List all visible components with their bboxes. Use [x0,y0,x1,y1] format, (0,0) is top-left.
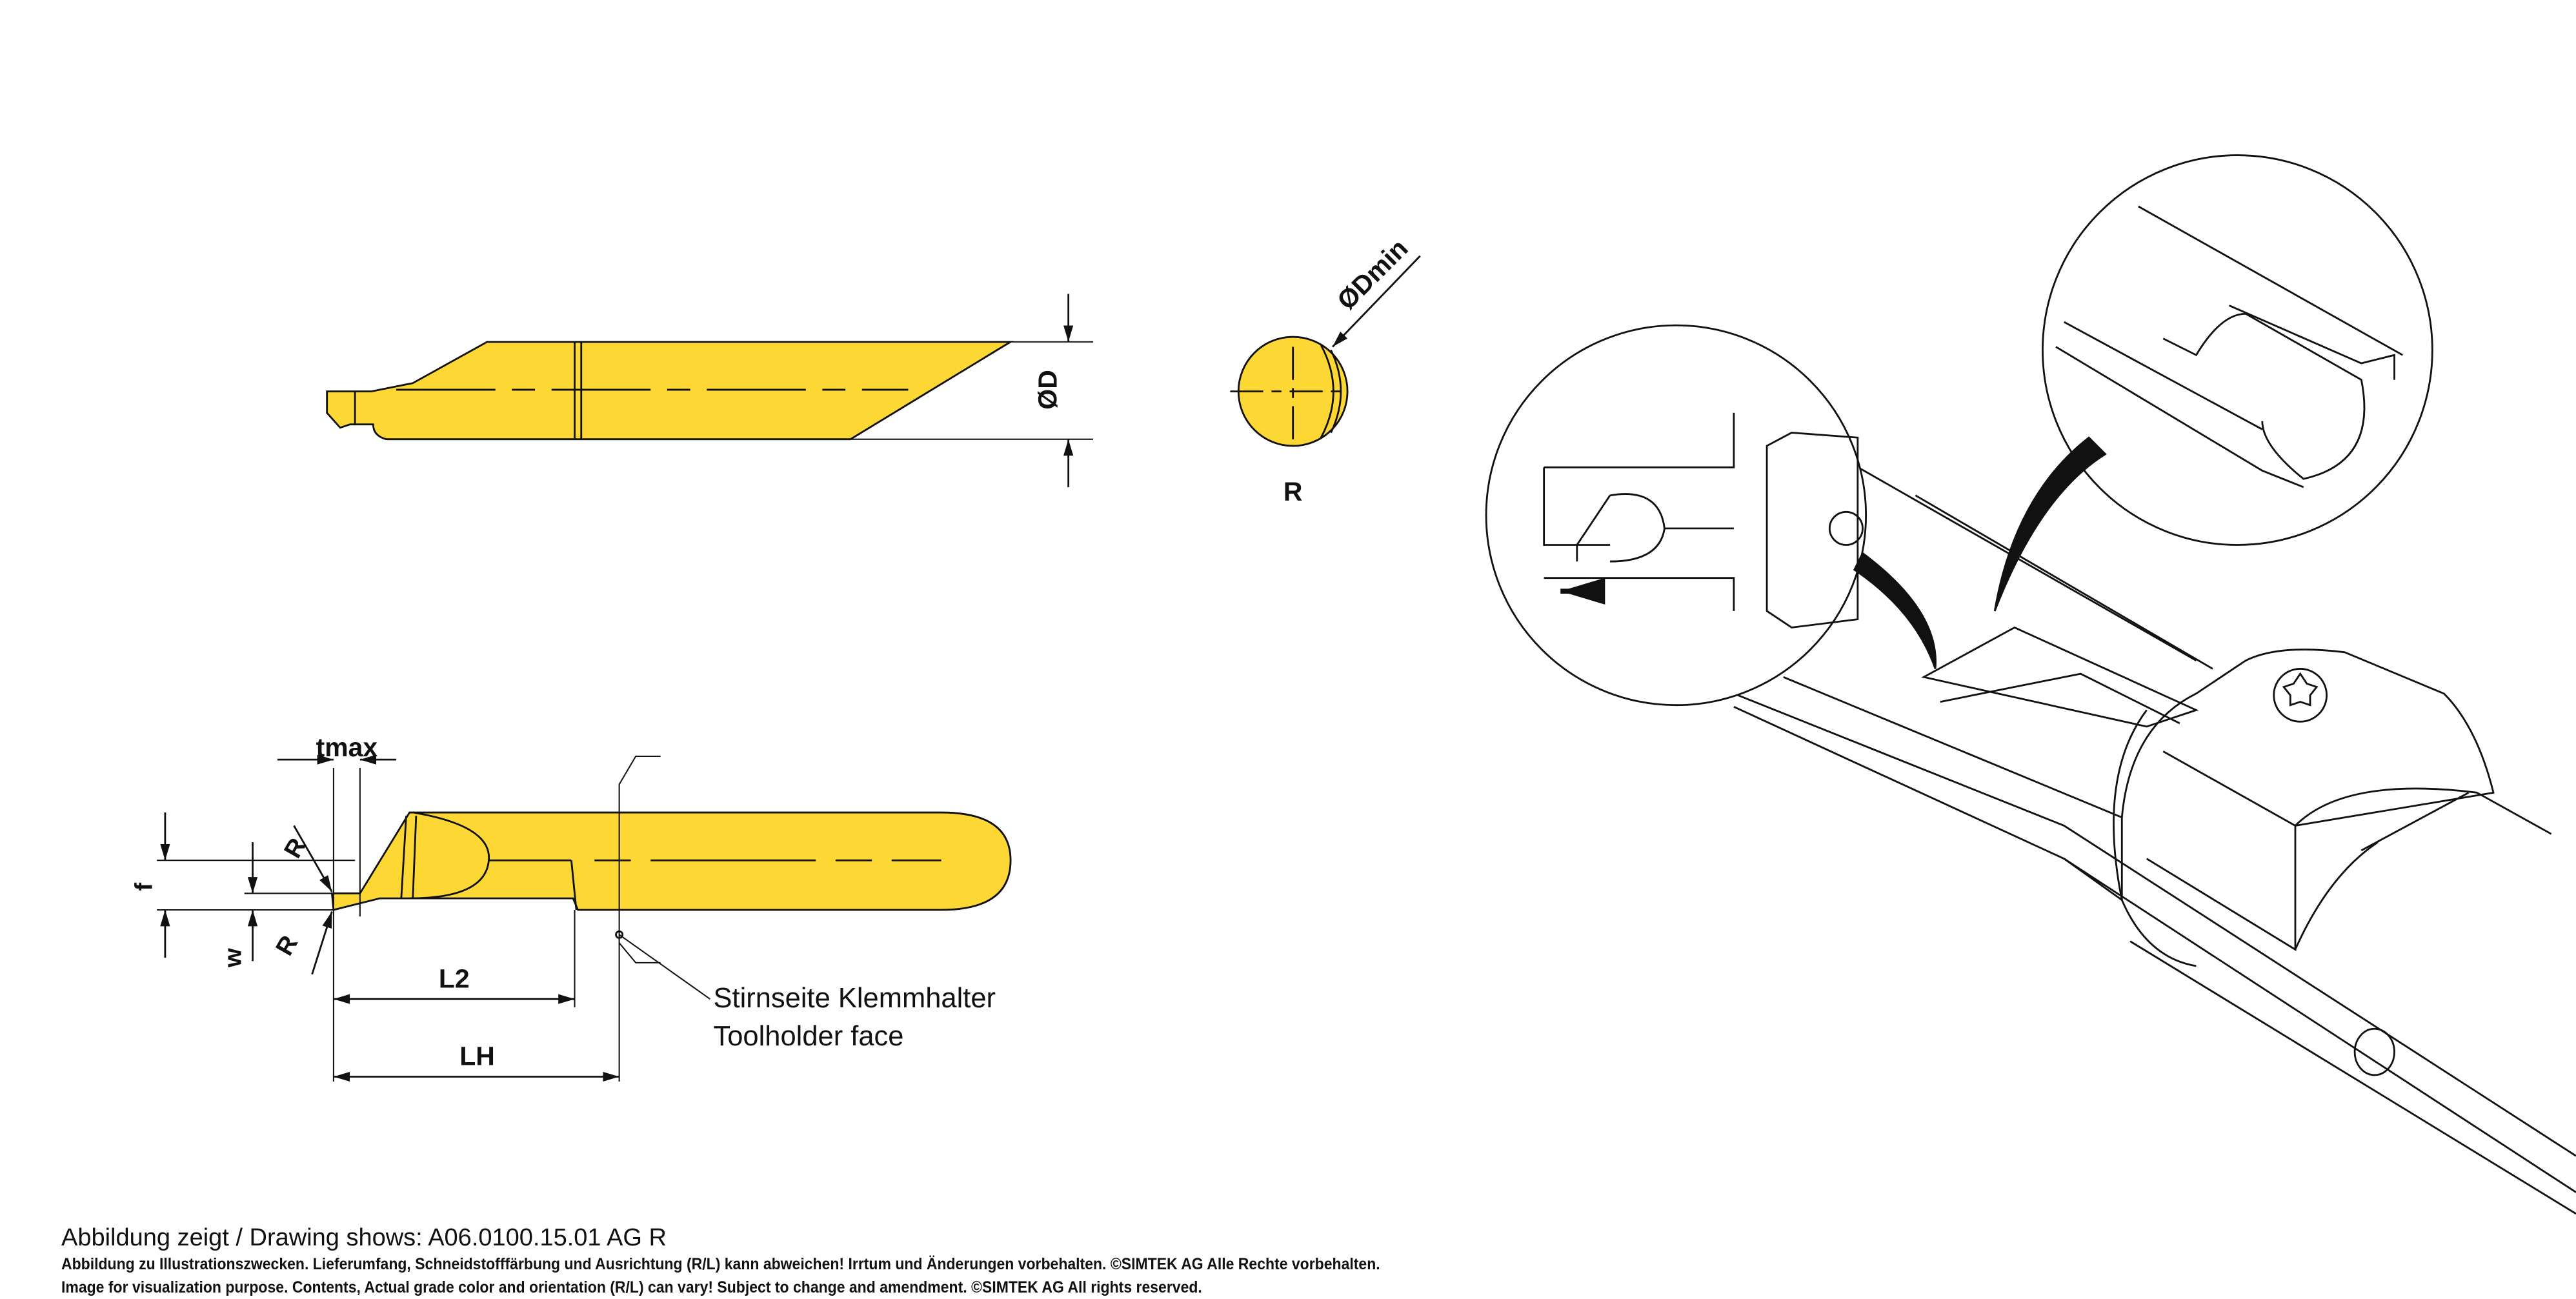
dim-f-label: f [130,883,157,891]
dim-w-label: w [219,948,247,968]
dim-tmax-label: tmax [316,732,378,762]
footer: Abbildung zeigt / Drawing shows: A06.010… [61,1223,1494,1299]
callout-toolholder-face-de: Stirnseite Klemmhalter [713,983,996,1014]
end-view-tool [1230,255,1421,447]
drawing-shows-text: Abbildung zeigt / Drawing shows: A06.010… [61,1224,667,1251]
orientation-label: R [1283,476,1303,506]
dim-diameter-label: ØD [1033,370,1063,409]
dim-l2-label: L2 [439,963,470,993]
dim-radius-top-label: R [279,833,312,863]
dim-radius-bottom-label: R [270,931,303,960]
dim-lh-label: LH [459,1042,495,1071]
disclaimer-de: Abbildung zu Illustrationszwecken. Liefe… [61,1255,1380,1273]
holder-perspective-illustration [1485,154,2576,1215]
top-view-tool [326,294,1094,487]
callout-toolholder-face-en: Toolholder face [713,1021,903,1052]
disclaimer-en: Image for visualization purpose. Content… [61,1278,1202,1296]
side-view-tool [157,754,1012,1082]
